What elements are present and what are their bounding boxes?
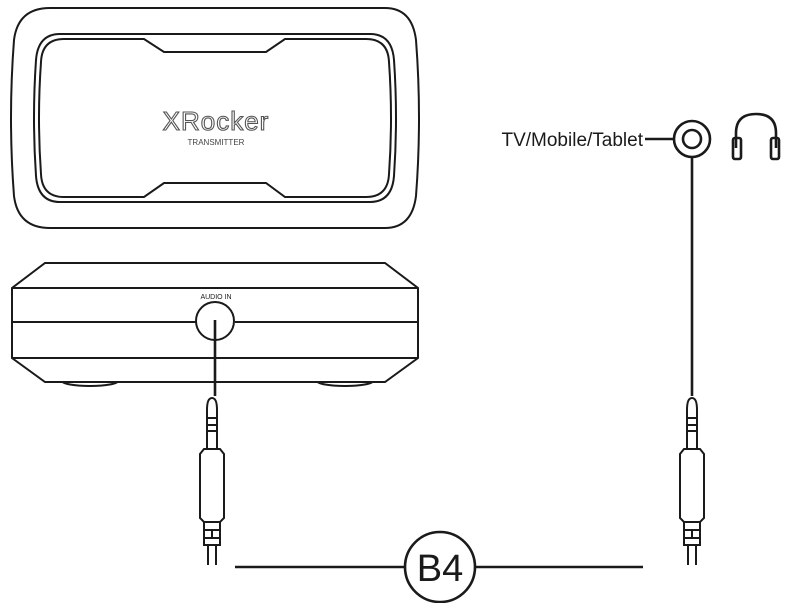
audio-plug-icon	[679, 396, 705, 565]
transmitter-top-view: XRocker TRANSMITTER	[10, 7, 420, 229]
transmitter-label: TRANSMITTER	[188, 138, 245, 147]
source-device-label: TV/Mobile/Tablet	[501, 130, 643, 151]
audio-jack-icon	[672, 119, 712, 159]
cable-label: B4	[417, 548, 463, 590]
brand-logo: XRocker	[163, 106, 270, 136]
audio-in-label: AUDIO IN	[200, 294, 231, 301]
headphones-icon	[731, 112, 781, 161]
audio-plug-icon	[199, 396, 225, 565]
